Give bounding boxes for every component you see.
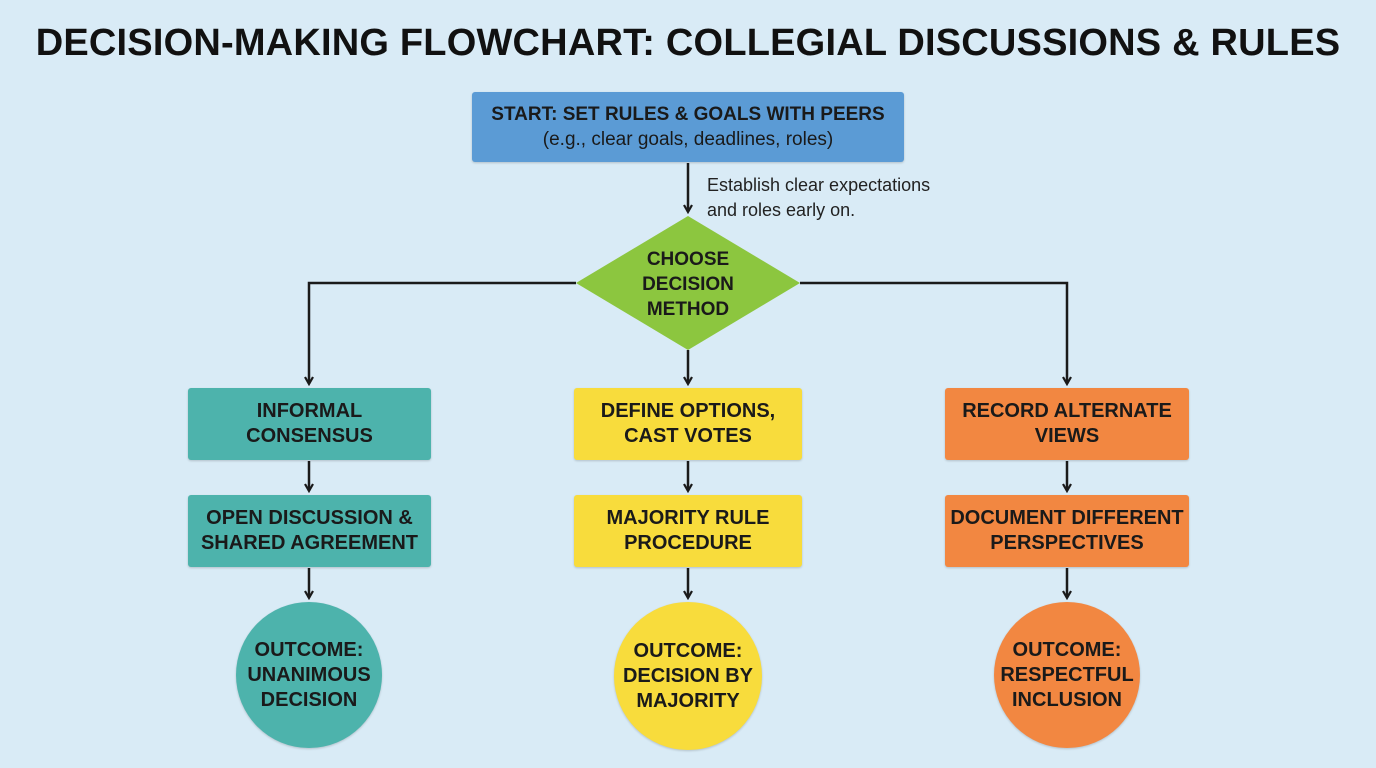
start-box-title: START: SET RULES & GOALS WITH PEERS [491,104,885,125]
decision-diamond [576,216,800,350]
decision-label: CHOOSE DECISION METHOD [598,244,778,324]
right-outcome-line3: INCLUSION [1012,688,1122,711]
right-outcome-line1: OUTCOME: [1012,638,1122,661]
middle-step2-line2: PROCEDURE [624,532,752,554]
middle-step2-line1: MAJORITY RULE [606,507,770,529]
right-outcome-line2: RESPECTFUL [1000,663,1134,686]
left-outcome-line2: UNANIMOUS [247,663,371,686]
start-box-subtitle: (e.g., clear goals, deadlines, roles) [542,129,834,150]
diagram-title: DECISION-MAKING FLOWCHART: COLLEGIAL DIS… [35,22,1341,64]
arrow-decision-to-right [800,281,1067,384]
left-outcome-circle: OUTCOME: UNANIMOUS DECISION [236,602,382,748]
left-step1-line1: INFORMAL [256,400,363,422]
middle-step1-box: DEFINE OPTIONS, CAST VOTES [574,388,802,460]
left-step1-line2: CONSENSUS [246,425,373,447]
right-step1-line2: VIEWS [1034,425,1100,447]
decision-label-line2: DECISION [642,273,734,295]
start-box: START: SET RULES & GOALS WITH PEERS (e.g… [472,92,904,162]
middle-outcome-line1: OUTCOME: [633,639,743,662]
decision-label-line1: CHOOSE [646,248,730,270]
right-step1-box: RECORD ALTERNATE VIEWS [945,388,1189,460]
start-note-line2: and roles early on. [707,200,856,220]
middle-step1-line1: DEFINE OPTIONS, [600,400,776,422]
left-step1-box: INFORMAL CONSENSUS [188,388,431,460]
right-step1-line1: RECORD ALTERNATE [962,400,1172,422]
middle-outcome-circle: OUTCOME: DECISION BY MAJORITY [614,602,762,750]
middle-outcome-line3: MAJORITY [636,689,740,712]
right-step2-line1: DOCUMENT DIFFERENT [950,507,1184,529]
middle-outcome-line2: DECISION BY [622,664,754,687]
arrow-decision-to-left [309,281,576,384]
right-step2-box: DOCUMENT DIFFERENT PERSPECTIVES [945,495,1189,567]
left-step2-line1: OPEN DISCUSSION & [206,507,413,529]
right-outcome-circle: OUTCOME: RESPECTFUL INCLUSION [994,602,1140,748]
left-outcome-line1: OUTCOME: [254,638,364,661]
right-step2-line2: PERSPECTIVES [990,532,1144,554]
left-step2-box: OPEN DISCUSSION & SHARED AGREEMENT [188,495,431,567]
start-note: Establish clear expectations and roles e… [707,173,930,223]
middle-step1-line2: CAST VOTES [624,425,752,447]
left-outcome-line3: DECISION [260,688,358,711]
middle-step2-box: MAJORITY RULE PROCEDURE [574,495,802,567]
left-step2-line2: SHARED AGREEMENT [200,532,419,554]
start-note-line1: Establish clear expectations [707,175,931,195]
decision-label-line3: METHOD [646,298,730,320]
